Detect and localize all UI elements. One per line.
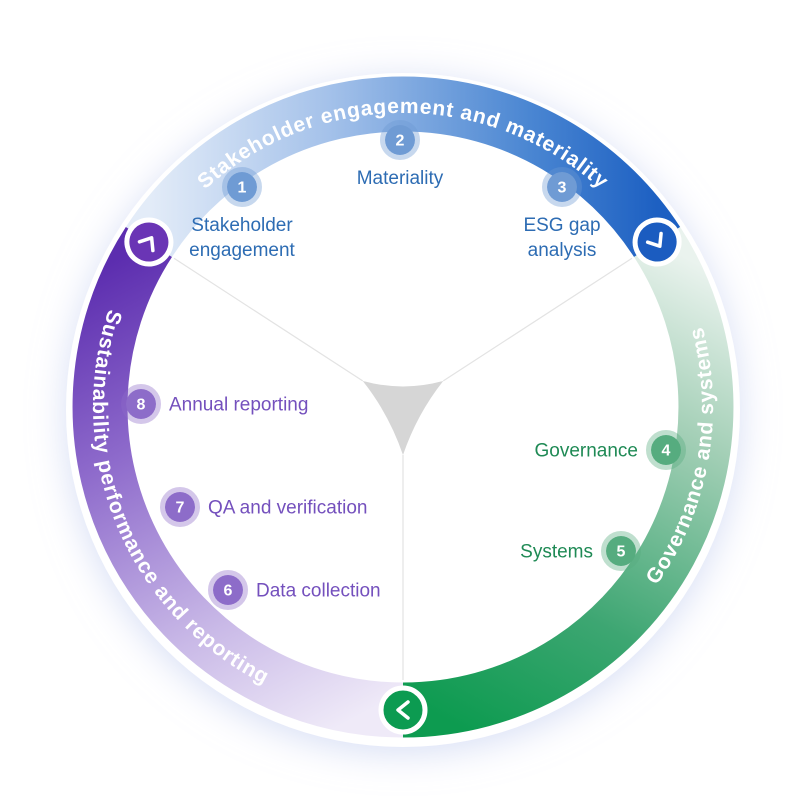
step-8-badge [126,389,156,419]
step-1: 1 Stakeholder engagement [189,167,296,261]
step-8: 8 Annual reporting [121,384,308,424]
arrow-marker-purple [124,217,174,267]
step-1-number: 1 [238,180,247,197]
step-6-halo [208,570,248,610]
step-4-number: 4 [662,443,671,460]
step-6: 6 Data collection [208,570,381,610]
step-4-label-line1: Governance [534,441,638,462]
arrow-marker-green [378,685,428,735]
step-1-halo [222,167,262,207]
step-2-label-line1: Materiality [357,168,444,189]
divider-line-topleft [173,257,364,382]
step-2-halo [380,120,420,160]
step-6-badge [213,575,243,605]
step-6-number: 6 [224,583,233,600]
arrow-marker-blue [632,217,682,267]
arrow-marker-purple-disc [124,217,174,267]
step-5-number: 5 [617,544,626,561]
step-5-badge [606,536,636,566]
step-3-label-line1: ESG gap [523,215,600,236]
arrow-marker-green-disc [378,685,428,735]
step-5: 5 Systems [520,531,641,571]
step-7-badge [165,492,195,522]
step-2: 2 Materiality [357,120,444,189]
step-3-number: 3 [558,180,567,197]
step-8-label-line1: Annual reporting [169,395,308,416]
step-3-badge [547,172,577,202]
step-3-halo [542,167,582,207]
step-2-badge [385,125,415,155]
chevron-icon [645,231,663,248]
step-3: 3 ESG gap analysis [523,167,601,261]
step-3-label-line2: analysis [528,240,597,261]
divider-line-topright [442,257,633,382]
step-5-label-line1: Systems [520,542,593,563]
step-1-label-line2: engagement [189,240,295,261]
arc-segment-governance [402,227,734,738]
step-4: 4 Governance [534,430,686,470]
arc-segment-stakeholder [125,76,681,258]
step-7-number: 7 [176,500,185,517]
chevron-icon [137,236,155,253]
step-1-label-line1: Stakeholder [191,215,293,236]
center-triangle [362,380,444,455]
arrow-marker-blue-disc [632,217,682,267]
step-5-halo [601,531,641,571]
step-7-halo [160,487,200,527]
step-6-label-line1: Data collection [256,581,381,602]
arc-segment-sustainability [72,227,404,738]
chevron-icon [396,700,410,720]
step-7: 7 QA and verification [160,487,367,527]
step-4-halo [646,430,686,470]
step-1-badge [227,172,257,202]
step-8-number: 8 [137,397,146,414]
step-2-number: 2 [396,133,405,150]
step-7-label-line1: QA and verification [208,498,367,519]
divider-lines [173,257,633,680]
step-4-badge [651,435,681,465]
step-8-halo [121,384,161,424]
